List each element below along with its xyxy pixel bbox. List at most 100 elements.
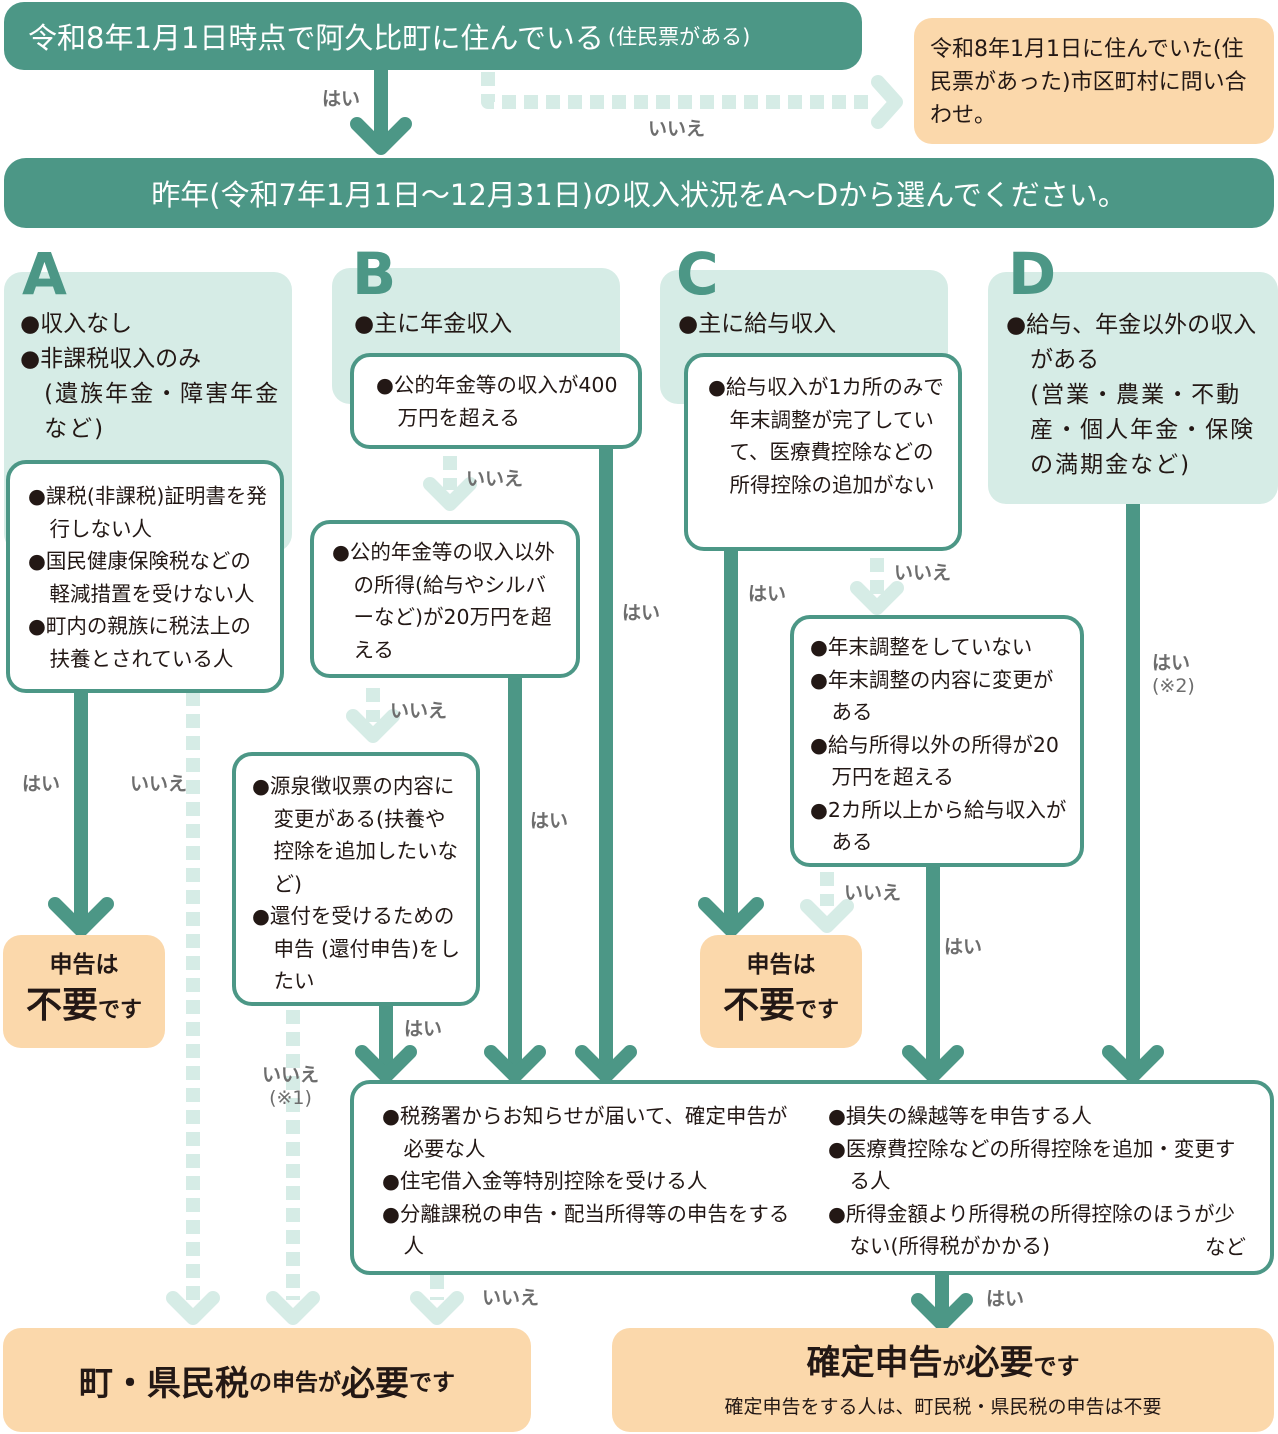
category-b-question-3: 源泉徴収票の内容に変更がある(扶養や控除を追加したいなど) 還付を受けるための申… <box>232 752 480 1006</box>
category-a-check-item: 国民健康保険税などの軽減措置を受けない人 <box>28 545 270 610</box>
no-filing-line1: 申告は <box>746 952 816 978</box>
result-local-part3: 必要 <box>341 1363 409 1404</box>
label-yes-b2: はい <box>530 810 569 832</box>
no-filing-line1: 申告は <box>49 952 119 978</box>
label-yes-final: はい <box>986 1288 1025 1310</box>
result-local-part4: です <box>409 1370 455 1396</box>
result-final-return-box: 確定申告が必要です 確定申告をする人は、町民税・県民税の申告は不要 <box>612 1328 1274 1432</box>
select-income-bar: 昨年(令和7年1月1日〜12月31日)の収入状況をA〜Dから選んでください。 <box>4 158 1274 228</box>
category-c-question-2: 年末調整をしていない 年末調整の内容に変更がある 給与所得以外の所得が20万円を… <box>790 615 1084 867</box>
final-check-right: 損失の繰越等を申告する人 医療費控除などの所得控除を追加・変更する人 所得金額よ… <box>828 1100 1248 1271</box>
category-b-q1-text: 公的年金等の収入が400万円を超える <box>376 369 620 434</box>
yes-arrowhead-d <box>1102 1045 1164 1083</box>
select-income-text: 昨年(令和7年1月1日〜12月31日)の収入状況をA〜Dから選んでください。 <box>151 178 1127 212</box>
label-no-b3: いいえ (※1) <box>262 1064 319 1110</box>
final-check-box: 税務署からお知らせが届いて、確定申告が必要な人 住宅借入金等特別控除を受ける人 … <box>350 1080 1274 1275</box>
label-yes-c1: はい <box>748 583 787 605</box>
category-b-items: 主に年金収入 <box>354 307 614 342</box>
no-arrowhead-final <box>410 1291 464 1325</box>
category-a-check-box: 課税(非課税)証明書を発行しない人 国民健康保険税などの軽減措置を受けない人 町… <box>6 460 284 693</box>
yes-arrowhead-c1 <box>698 897 764 937</box>
no-filing-tail: です <box>795 998 840 1023</box>
no-arrowhead-c1 <box>850 581 904 615</box>
category-d-letter: D <box>1008 240 1057 308</box>
category-a-sub: (遺族年金・障害年金など) <box>44 381 281 442</box>
category-a-letter: A <box>22 240 67 308</box>
category-c-q2-item: 年末調整の内容に変更がある <box>810 664 1068 729</box>
final-check-item: 住宅借入金等特別控除を受ける人 <box>382 1165 802 1198</box>
residence-question: 令和8年1月1日時点で阿久比町に住んでいる (住民票がある) <box>4 2 862 70</box>
label-no-final: いいえ <box>482 1287 540 1309</box>
label-yes-d: はい (※2) <box>1152 652 1195 698</box>
label-no-b3-note: (※1) <box>269 1086 312 1109</box>
category-b-question-1: 公的年金等の収入が400万円を超える <box>350 353 642 449</box>
category-c-item: 主に給与収入 <box>678 307 938 342</box>
category-d-item: 給与、年金以外の収入がある <box>1006 308 1268 378</box>
label-no-b1: いいえ <box>466 468 524 490</box>
label-yes-a: はい <box>22 773 61 795</box>
label-yes-d-note: (※2) <box>1152 674 1195 697</box>
category-a-items: 収入なし 非課税収入のみ (遺族年金・障害年金など) <box>20 307 288 447</box>
result-final-part1: 確定申告 <box>806 1343 943 1383</box>
label-yes-top: はい <box>322 88 361 110</box>
category-a-item: 収入なし <box>20 307 288 342</box>
category-c-letter: C <box>676 240 719 308</box>
category-b-item: 主に年金収入 <box>354 307 614 342</box>
no-filing-big: 不要 <box>25 985 98 1026</box>
no-arrowhead-c2 <box>800 899 854 933</box>
category-c-question-1: 給与収入が1カ所のみで年末調整が完了していて、医療費控除などの所得控除の追加がな… <box>684 353 962 551</box>
yes-arrowhead-b3 <box>355 1045 417 1083</box>
label-no-top: いいえ <box>648 118 706 140</box>
final-check-item: 分離課税の申告・配当所得等の申告をする人 <box>382 1198 802 1263</box>
final-check-item: 医療費控除などの所得控除を追加・変更する人 <box>828 1133 1248 1198</box>
label-yes-b1: はい <box>622 602 661 624</box>
category-c-q2-item: 年末調整をしていない <box>810 631 1068 664</box>
result-final-part3: 必要 <box>965 1343 1034 1383</box>
no-filing-tail: です <box>98 998 143 1023</box>
category-c-q2-item: 給与所得以外の所得が20万円を超える <box>810 729 1068 794</box>
result-local-part1: 町・県民税 <box>79 1363 249 1404</box>
no-arrowhead-top <box>871 75 903 129</box>
no-filing-big: 不要 <box>722 985 795 1026</box>
yes-arrowhead-b2 <box>484 1045 546 1083</box>
label-yes-d-text: はい <box>1152 652 1191 674</box>
label-no-c2: いいえ <box>844 882 902 904</box>
label-no-b2: いいえ <box>390 700 448 722</box>
final-check-item: 税務署からお知らせが届いて、確定申告が必要な人 <box>382 1100 802 1165</box>
final-check-left: 税務署からお知らせが届いて、確定申告が必要な人 住宅借入金等特別控除を受ける人 … <box>382 1100 802 1271</box>
yes-arrowhead-top <box>350 117 412 155</box>
result-final-part4: です <box>1033 1354 1080 1380</box>
category-c-q2-item: 2カ所以上から給与収入がある <box>810 794 1068 859</box>
category-b-letter: B <box>352 240 397 308</box>
final-check-item: 所得金額より所得税の所得控除のほうが少ない(所得税がかかる) <box>828 1198 1248 1263</box>
category-d-sub: (営業・農業・不動産・個人年金・保険の満期金など) <box>1030 382 1256 478</box>
yes-arrowhead-final <box>911 1293 973 1331</box>
category-a-check-item: 課税(非課税)証明書を発行しない人 <box>28 480 270 545</box>
inquire-text: 令和8年1月1日に住んでいた(住民票があった)市区町村に問い合わせ。 <box>930 37 1247 128</box>
label-no-c1: いいえ <box>894 562 952 584</box>
residence-question-note: (住民票がある) <box>607 25 751 49</box>
result-local-part2: の申告が <box>249 1370 341 1396</box>
category-b-q3-item: 還付を受けるための申告 (還付申告)をしたい <box>252 900 464 998</box>
yes-arrowhead-b1 <box>575 1045 637 1083</box>
category-d-items: 給与、年金以外の収入がある (営業・農業・不動産・個人年金・保険の満期金など) <box>1006 308 1268 483</box>
no-arrowhead-a <box>166 1291 220 1325</box>
no-filing-box-c: 申告は 不要です <box>700 935 862 1048</box>
no-arrowhead-b1 <box>423 477 477 511</box>
label-no-b3-text: いいえ <box>262 1064 320 1086</box>
no-arrowhead-b3 <box>266 1291 320 1325</box>
residence-question-text: 令和8年1月1日時点で阿久比町に住んでいる <box>28 21 604 55</box>
yes-arrowhead-a <box>48 897 114 937</box>
label-yes-b3: はい <box>404 1018 443 1040</box>
category-c-items: 主に給与収入 <box>678 307 938 342</box>
label-no-a: いいえ <box>130 773 188 795</box>
no-filing-box-a: 申告は 不要です <box>3 935 165 1048</box>
result-final-note: 確定申告をする人は、町民税・県民税の申告は不要 <box>724 1396 1162 1418</box>
yes-arrowhead-c2 <box>902 1045 964 1083</box>
category-c-q1-text: 給与収入が1カ所のみで年末調整が完了していて、医療費控除などの所得控除の追加がな… <box>708 371 944 501</box>
category-b-q3-item: 源泉徴収票の内容に変更がある(扶養や控除を追加したいなど) <box>252 770 464 900</box>
category-b-q2-text: 公的年金等の収入以外の所得(給与やシルバーなど)が20万円を超える <box>332 536 562 666</box>
result-local-tax-box: 町・県民税 の申告が 必要 です <box>3 1328 531 1432</box>
label-yes-c2: はい <box>944 936 983 958</box>
